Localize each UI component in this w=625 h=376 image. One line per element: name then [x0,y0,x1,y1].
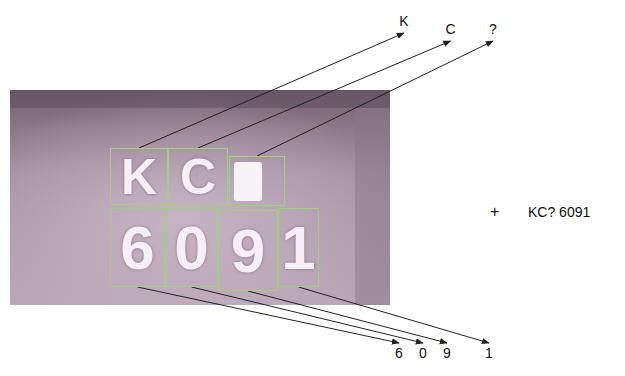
output-character: 0 [415,344,431,364]
recognized-character: K [399,14,408,29]
plate-character: K [121,152,157,202]
plate-background [10,90,390,305]
character-box: 9 [218,210,278,291]
blank-character [234,162,262,201]
mapping-arrow [198,41,451,148]
plate-edge [355,108,390,305]
plate-shadow [10,90,390,108]
mapping-arrow [138,287,400,343]
character-box: 1 [278,208,319,287]
plate-character: 0 [174,217,208,279]
recognized-character: C [445,22,455,37]
recognized-character: ? [489,22,497,37]
character-box [229,156,285,206]
recognized-character: 9 [443,346,451,361]
recognized-character: 0 [419,346,427,361]
output-character: 6 [391,344,407,364]
output-character: C [442,20,459,40]
plate-character: 6 [120,217,154,279]
plate-character: C [180,152,216,202]
mapping-arrow [248,291,447,343]
character-box: 0 [165,208,218,287]
mapping-arrow [257,41,493,156]
output-character: ? [485,20,501,40]
output-character: 1 [481,344,497,364]
character-box: 6 [110,208,165,287]
plus-sign: + [490,203,499,221]
plate-character: 9 [231,220,265,282]
mapping-arrow [192,287,424,343]
recognized-plate: KC? 6091 [528,205,590,220]
recognized-character: 6 [395,346,403,361]
output-character: 9 [439,344,455,364]
plate-glow [10,90,390,305]
mapping-arrow [139,33,404,148]
plate-character: 1 [281,217,315,279]
character-box: C [168,148,228,205]
recognized-character: 1 [485,346,493,361]
output-character: K [396,12,412,32]
character-box: K [110,148,168,205]
mapping-arrow [299,287,490,343]
